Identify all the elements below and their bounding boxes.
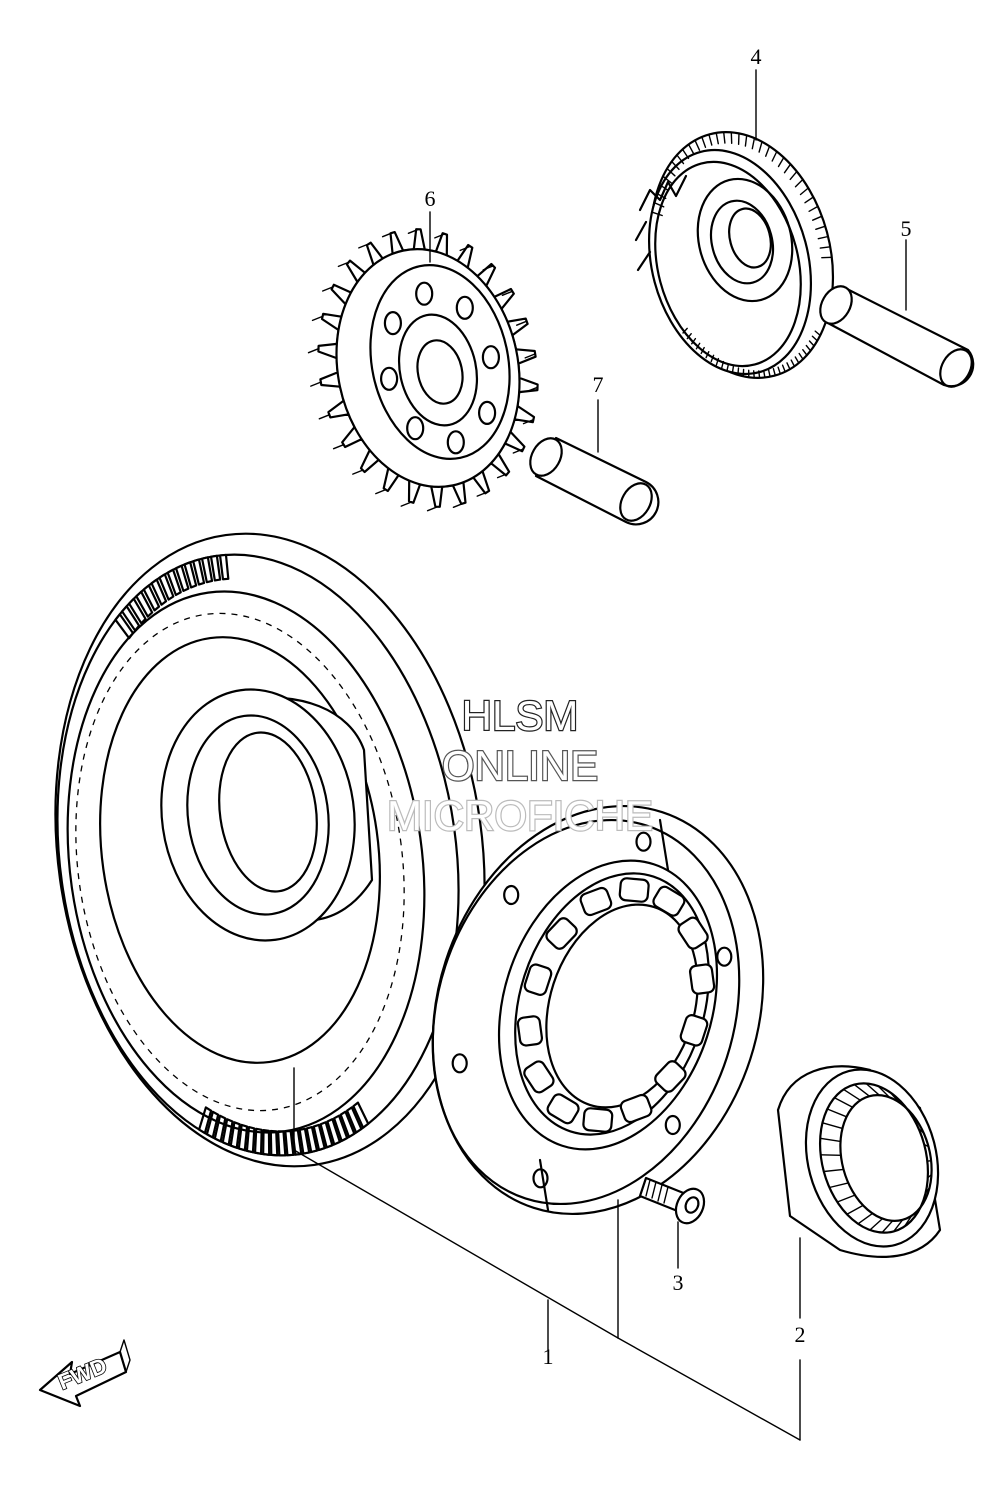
callout-4: 4 [751, 44, 762, 69]
part-7-shaft [529, 436, 660, 526]
part-1-one-way-clutch [431, 804, 765, 1216]
callout-2: 2 [795, 1322, 806, 1347]
watermark-line-1: HLSM [462, 692, 579, 739]
part-4-idle-gear [634, 131, 835, 379]
part-3-bolt [638, 1176, 706, 1225]
callout-7: 7 [593, 372, 604, 397]
assembly-bracket [293, 1067, 801, 1441]
fwd-direction-badge: FWD [38, 1339, 131, 1408]
part-6-idle-gear [307, 228, 539, 512]
callout-3: 3 [673, 1270, 684, 1295]
part-2-needle-bearing [776, 1065, 942, 1258]
watermark-line-2: ONLINE [442, 742, 598, 789]
watermark-line-3: MICROFICHE [387, 792, 653, 839]
callout-6: 6 [425, 186, 436, 211]
callout-1: 1 [543, 1344, 554, 1369]
callout-5: 5 [901, 216, 912, 241]
part-5-shaft [819, 285, 975, 388]
watermark: HLSM ONLINE MICROFICHE [386, 691, 654, 840]
fwd-arrow-icon [38, 1350, 128, 1408]
part-1-starter-clutch-gear [54, 532, 486, 1168]
